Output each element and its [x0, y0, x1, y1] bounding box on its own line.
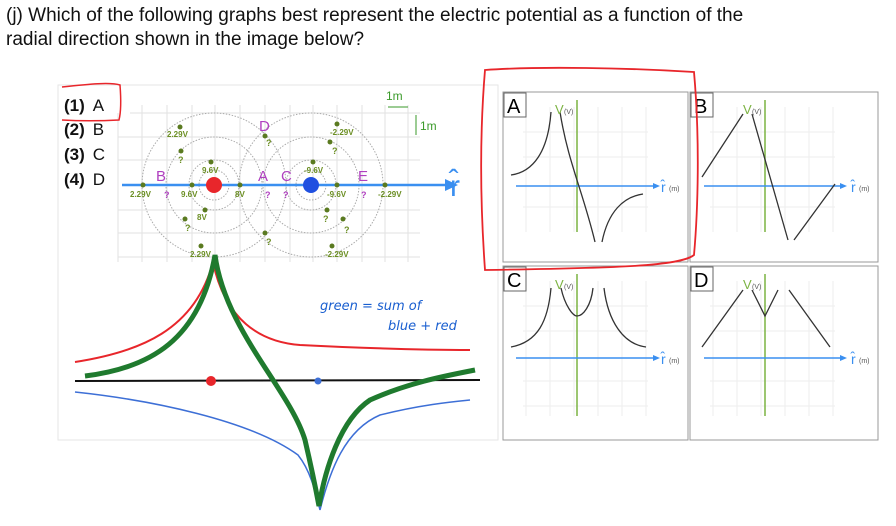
graph-panel-C[interactable]: C V(V) r̂(m): [502, 265, 689, 441]
svg-text:r̂: r̂: [850, 350, 856, 367]
svg-text:2.29V: 2.29V: [190, 250, 212, 259]
answer-circle-option-1: [61, 82, 122, 122]
svg-text:B: B: [156, 168, 166, 185]
svg-text:-9.6V: -9.6V: [327, 190, 347, 199]
svg-text:V: V: [743, 277, 752, 292]
scale-y-label: 1m: [420, 119, 437, 133]
svg-text:?: ?: [332, 146, 338, 156]
option-4[interactable]: (4) D: [64, 170, 105, 190]
option-label: D: [92, 170, 106, 189]
svg-text:?: ?: [361, 190, 367, 200]
option-label: C: [92, 145, 106, 164]
option-num: (4): [64, 170, 85, 189]
figure-frame: [57, 84, 499, 441]
svg-text:A: A: [258, 168, 268, 185]
svg-text:?: ?: [266, 237, 272, 247]
svg-text:A: A: [507, 96, 521, 118]
sketch-axis: [74, 379, 481, 382]
svg-text:8V: 8V: [197, 213, 207, 222]
r-axis-arrow-icon: [445, 179, 458, 191]
annotation-line-1: green = sum of: [320, 299, 424, 314]
svg-text:(V): (V): [752, 109, 761, 116]
svg-text:-9.6V: -9.6V: [304, 166, 324, 175]
svg-text:V: V: [555, 102, 564, 117]
svg-text:(V): (V): [752, 284, 761, 291]
svg-text:(m): (m): [859, 358, 870, 365]
svg-text:9.6V: 9.6V: [202, 166, 219, 175]
svg-text:(m): (m): [669, 358, 680, 365]
svg-text:?: ?: [266, 138, 272, 148]
answer-circle-panel-A: [480, 66, 699, 271]
option-label: B: [92, 120, 105, 139]
point-labels: D B A C E: [156, 118, 368, 185]
annotation-line-2: blue + red: [388, 319, 458, 334]
svg-text:D: D: [694, 270, 708, 292]
unknown-marks: ????: [164, 190, 367, 200]
blue-potential-curve: [74, 391, 471, 511]
svg-text:-2.29V: -2.29V: [325, 250, 349, 259]
svg-text:?: ?: [283, 190, 289, 200]
svg-text:(V): (V): [564, 284, 573, 291]
svg-text:?: ?: [185, 223, 191, 233]
question-text: (j) Which of the following graphs best r…: [6, 4, 886, 52]
svg-text:V: V: [743, 102, 752, 117]
svg-text:?: ?: [265, 190, 271, 200]
scale-x-label: 1m: [386, 89, 403, 103]
svg-text:r̂: r̂: [660, 178, 666, 195]
r-hat-label: r̂: [449, 169, 460, 203]
svg-text:r̂: r̂: [660, 350, 666, 367]
question-line-2: radial direction shown in the image belo…: [6, 29, 365, 50]
blue-charge-dot: [314, 377, 322, 385]
svg-text:(m): (m): [859, 186, 870, 193]
svg-text:?: ?: [344, 225, 350, 235]
svg-text:r̂: r̂: [850, 178, 856, 195]
green-sum-curve: [84, 254, 476, 507]
svg-text:2.29V: 2.29V: [130, 190, 152, 199]
positive-charge: [206, 177, 222, 193]
svg-text:C: C: [507, 270, 521, 292]
graph-panel-D[interactable]: D V(V) r̂(m): [689, 265, 879, 441]
red-potential-curve: [74, 261, 471, 363]
option-num: (1): [64, 96, 85, 115]
unknown-marks-green: ???????: [178, 138, 350, 247]
svg-text:D: D: [259, 118, 270, 135]
svg-text:?: ?: [323, 214, 329, 224]
graph-panel-A[interactable]: A V(V) r̂(m): [502, 91, 689, 263]
diagram-grid: [117, 105, 420, 262]
svg-text:C: C: [281, 168, 292, 185]
potential-dots: [140, 121, 388, 249]
option-num: (3): [64, 145, 85, 164]
graph-panel-B[interactable]: B V(V) r̂(m): [689, 91, 879, 263]
negative-charge: [303, 177, 319, 193]
svg-text:-2.29V: -2.29V: [330, 128, 354, 137]
option-3[interactable]: (3) C: [64, 145, 105, 165]
svg-text:V: V: [555, 277, 564, 292]
red-charge-dot: [206, 376, 216, 386]
option-label: A: [92, 96, 105, 115]
potential-labels: 2.29V 9.6V 8V 9.6V 8V 8V 2.29V 2.29V -2.…: [130, 128, 402, 259]
svg-text:(V): (V): [564, 109, 573, 116]
svg-text:9.6V: 9.6V: [181, 190, 198, 199]
svg-text:8V: 8V: [235, 190, 245, 199]
svg-text:?: ?: [178, 155, 184, 165]
svg-text:?: ?: [164, 190, 170, 200]
svg-text:E: E: [358, 168, 368, 185]
svg-text:-2.29V: -2.29V: [378, 190, 402, 199]
question-line-1: (j) Which of the following graphs best r…: [6, 5, 744, 26]
option-num: (2): [64, 120, 85, 139]
svg-text:(m): (m): [669, 186, 680, 193]
option-1[interactable]: (1) A: [64, 96, 104, 116]
option-2[interactable]: (2) B: [64, 120, 104, 140]
svg-text:2.29V: 2.29V: [167, 130, 189, 139]
